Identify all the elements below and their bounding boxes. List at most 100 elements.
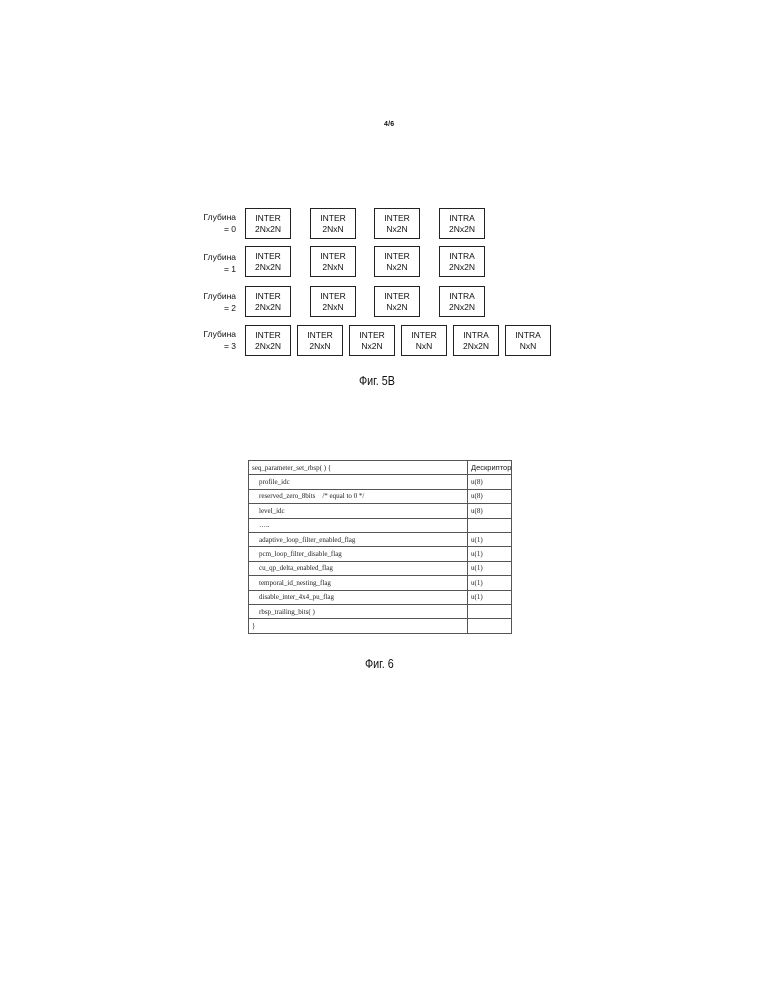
mode-partition: 2NxN xyxy=(322,224,343,235)
fig5b-caption: Фиг. 5B xyxy=(359,374,395,388)
page-number: 4/6 xyxy=(384,121,394,128)
syntax-cell: temporal_id_nesting_flag xyxy=(249,576,468,590)
depth-label-1-line1: Глубина xyxy=(192,251,236,263)
mode-box-d0-4: INTRA 2Nx2N xyxy=(439,208,485,239)
table-header-row: seq_parameter_set_rbsp( ) { Дескриптор xyxy=(249,461,512,475)
mode-partition: 2Nx2N xyxy=(449,302,475,313)
depth-label-3-line2: = 3 xyxy=(192,340,236,352)
mode-box-d2-2: INTER 2NxN xyxy=(310,286,356,317)
mode-type: INTER xyxy=(320,291,346,302)
mode-partition: 2Nx2N xyxy=(255,224,281,235)
closing-brace-cell: } xyxy=(249,619,468,633)
mode-box-d1-4: INTRA 2Nx2N xyxy=(439,246,485,277)
mode-type: INTER xyxy=(255,291,281,302)
table-row: pcm_loop_filter_disable_flag u(1) xyxy=(249,547,512,561)
mode-type: INTRA xyxy=(449,213,475,224)
descriptor-cell: u(1) xyxy=(468,576,512,590)
mode-type: INTER xyxy=(384,291,410,302)
mode-type: INTRA xyxy=(463,330,489,341)
depth-label-2-line1: Глубина xyxy=(192,290,236,302)
depth-label-1: Глубина = 1 xyxy=(192,251,236,275)
depth-label-0-line1: Глубина xyxy=(192,211,236,223)
mode-type: INTER xyxy=(359,330,385,341)
mode-partition: 2NxN xyxy=(309,341,330,352)
mode-type: INTER xyxy=(384,251,410,262)
mode-box-d3-1: INTER 2Nx2N xyxy=(245,325,291,356)
mode-partition: Nx2N xyxy=(386,224,407,235)
mode-partition: 2NxN xyxy=(322,302,343,313)
sps-syntax-table: seq_parameter_set_rbsp( ) { Дескриптор p… xyxy=(248,460,512,634)
syntax-cell: rbsp_trailing_bits( ) xyxy=(249,604,468,618)
mode-box-d0-3: INTER Nx2N xyxy=(374,208,420,239)
mode-type: INTRA xyxy=(449,291,475,302)
mode-type: INTER xyxy=(320,251,346,262)
descriptor-cell: u(8) xyxy=(468,489,512,503)
mode-box-d0-2: INTER 2NxN xyxy=(310,208,356,239)
syntax-cell: ….. xyxy=(249,518,468,532)
syntax-cell: profile_idc xyxy=(249,475,468,489)
mode-partition: 2Nx2N xyxy=(449,224,475,235)
fig6-caption: Фиг. 6 xyxy=(365,657,394,671)
mode-type: INTER xyxy=(384,213,410,224)
mode-box-d0-1: INTER 2Nx2N xyxy=(245,208,291,239)
syntax-cell: pcm_loop_filter_disable_flag xyxy=(249,547,468,561)
descriptor-cell: u(8) xyxy=(468,504,512,518)
mode-box-d1-2: INTER 2NxN xyxy=(310,246,356,277)
mode-partition: 2Nx2N xyxy=(463,341,489,352)
mode-box-d1-1: INTER 2Nx2N xyxy=(245,246,291,277)
mode-partition: NxN xyxy=(520,341,537,352)
descriptor-cell: u(1) xyxy=(468,532,512,546)
mode-box-d3-4: INTER NxN xyxy=(401,325,447,356)
depth-label-2: Глубина = 2 xyxy=(192,290,236,314)
descriptor-cell: u(8) xyxy=(468,475,512,489)
table-row: cu_qp_delta_enabled_flag u(1) xyxy=(249,561,512,575)
mode-partition: Nx2N xyxy=(386,262,407,273)
table-row: ….. xyxy=(249,518,512,532)
mode-type: INTRA xyxy=(515,330,541,341)
mode-box-d3-5: INTRA 2Nx2N xyxy=(453,325,499,356)
table-row: level_idc u(8) xyxy=(249,504,512,518)
mode-type: INTER xyxy=(411,330,437,341)
mode-partition: 2NxN xyxy=(322,262,343,273)
syntax-cell: level_idc xyxy=(249,504,468,518)
mode-partition: 2Nx2N xyxy=(255,302,281,313)
mode-partition: 2Nx2N xyxy=(255,262,281,273)
mode-type: INTRA xyxy=(449,251,475,262)
table-row: temporal_id_nesting_flag u(1) xyxy=(249,576,512,590)
mode-partition: 2Nx2N xyxy=(255,341,281,352)
table-row: rbsp_trailing_bits( ) xyxy=(249,604,512,618)
syntax-cell: disable_inter_4x4_pu_flag xyxy=(249,590,468,604)
syntax-cell: adaptive_loop_filter_enabled_flag xyxy=(249,532,468,546)
mode-partition: Nx2N xyxy=(361,341,382,352)
table-row: disable_inter_4x4_pu_flag u(1) xyxy=(249,590,512,604)
descriptor-cell xyxy=(468,604,512,618)
mode-type: INTER xyxy=(320,213,346,224)
mode-box-d2-4: INTRA 2Nx2N xyxy=(439,286,485,317)
mode-partition: NxN xyxy=(416,341,433,352)
mode-box-d3-3: INTER Nx2N xyxy=(349,325,395,356)
header-syntax: seq_parameter_set_rbsp( ) { xyxy=(249,461,468,475)
table-row: adaptive_loop_filter_enabled_flag u(1) xyxy=(249,532,512,546)
mode-box-d2-3: INTER Nx2N xyxy=(374,286,420,317)
mode-box-d2-1: INTER 2Nx2N xyxy=(245,286,291,317)
table-closing-row: } xyxy=(249,619,512,633)
header-descriptor: Дескриптор xyxy=(468,461,512,475)
descriptor-cell xyxy=(468,518,512,532)
mode-type: INTER xyxy=(255,251,281,262)
mode-box-d1-3: INTER Nx2N xyxy=(374,246,420,277)
depth-label-1-line2: = 1 xyxy=(192,263,236,275)
mode-type: INTER xyxy=(307,330,333,341)
depth-label-3-line1: Глубина xyxy=(192,328,236,340)
descriptor-cell xyxy=(468,619,512,633)
syntax-cell: reserved_zero_8bits /* equal to 0 */ xyxy=(249,489,468,503)
depth-label-0: Глубина = 0 xyxy=(192,211,236,235)
depth-label-0-line2: = 0 xyxy=(192,223,236,235)
mode-box-d3-2: INTER 2NxN xyxy=(297,325,343,356)
depth-label-2-line2: = 2 xyxy=(192,302,236,314)
mode-partition: Nx2N xyxy=(386,302,407,313)
mode-type: INTER xyxy=(255,330,281,341)
depth-label-3: Глубина = 3 xyxy=(192,328,236,352)
table-row: profile_idc u(8) xyxy=(249,475,512,489)
table-row: reserved_zero_8bits /* equal to 0 */ u(8… xyxy=(249,489,512,503)
descriptor-cell: u(1) xyxy=(468,590,512,604)
